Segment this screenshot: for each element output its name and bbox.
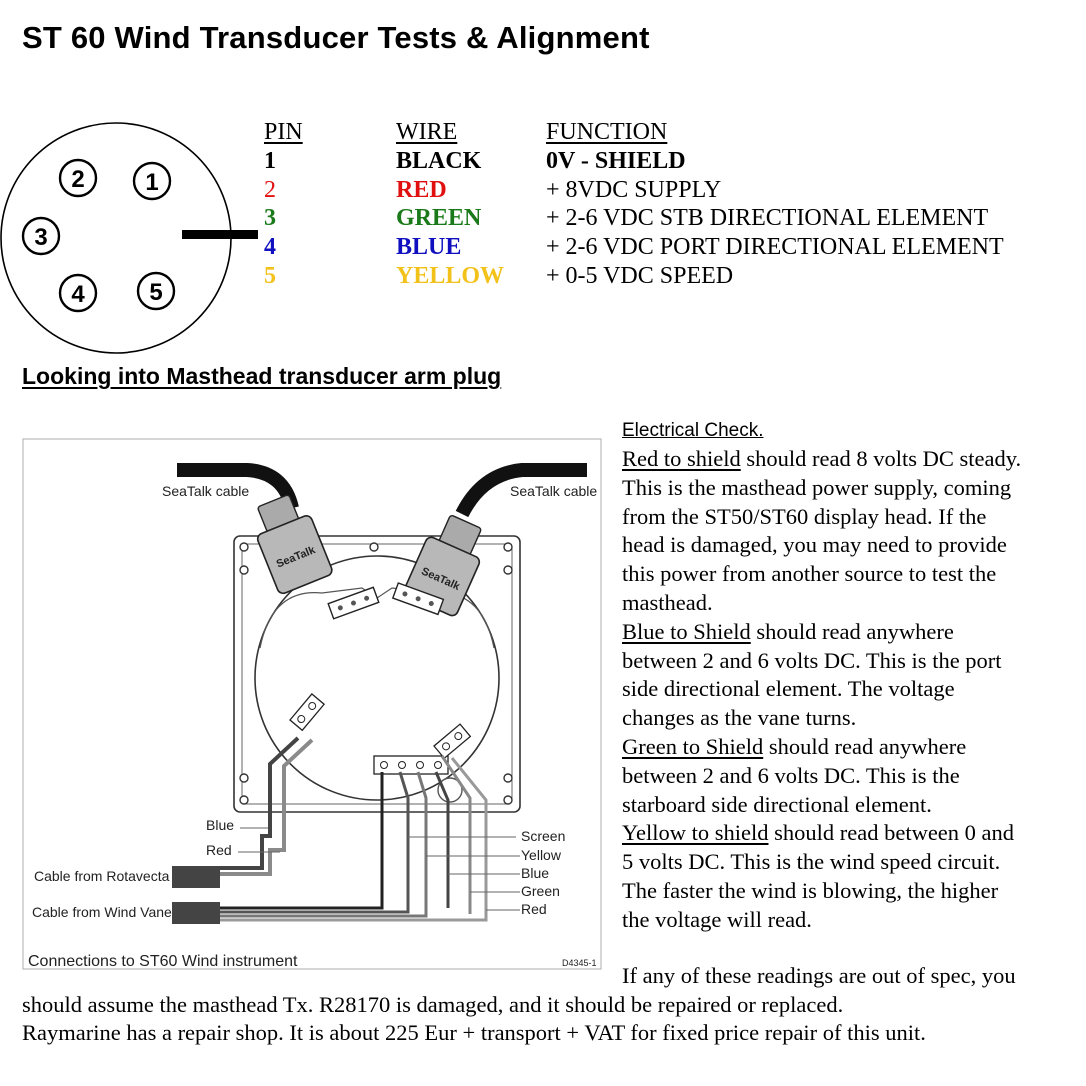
plug-key — [182, 230, 258, 239]
text-line: this power from another source to test t… — [622, 561, 997, 587]
bottom-text-line-1: If any of these readings are out of spec… — [622, 963, 1016, 988]
header-pin: PIN — [264, 119, 303, 145]
cable-label-rotavecta: Cable from Rotavecta — [34, 868, 170, 884]
seatalk-socket-right — [391, 582, 445, 616]
diagram-ref: D4345-1 — [562, 958, 597, 968]
bottom-text-line-3: Raymarine has a repair shop. It is about… — [22, 1020, 926, 1045]
check-yellow: Yellow to shield should read between 0 a… — [622, 819, 1072, 848]
wiring-diagram: SeaTalk SeaTalk — [22, 438, 602, 970]
text-line: should read anywhere — [763, 733, 967, 759]
pin-function: + 2-6 VDC PORT DIRECTIONAL ELEMENT — [546, 234, 1004, 261]
bottom-text-line-2: should assume the masthead Tx. R28170 is… — [22, 992, 844, 1017]
check-green-lead: Green to Shield — [622, 733, 764, 759]
text-line: 5 volts DC. This is the wind speed circu… — [622, 849, 1001, 875]
page-title: ST 60 Wind Transducer Tests & Alignment — [22, 20, 650, 55]
text-line: masthead. — [622, 589, 713, 615]
wire-label-red-right: Red — [521, 901, 547, 917]
check-red: Red to shield should read 8 volts DC ste… — [622, 445, 1072, 474]
text-line: should read anywhere — [750, 618, 954, 644]
check-blue: Blue to Shield should read anywhere — [622, 618, 1072, 647]
header-wire: WIRE — [396, 119, 458, 145]
text-line: between 2 and 6 volts DC. This is the po… — [622, 647, 1002, 673]
check-blue-lead: Blue to Shield — [622, 618, 751, 644]
electrical-check-text: Red to shield should read 8 volts DC ste… — [622, 445, 1072, 935]
wire-label-blue: Blue — [206, 817, 234, 833]
pin-function: 0V - SHIELD — [546, 147, 686, 174]
text-line: head is damaged, you may need to provide — [622, 532, 1007, 558]
text-line: side directional element. The voltage — [622, 676, 955, 702]
svg-text:2: 2 — [71, 166, 84, 193]
check-green: Green to Shield should read anywhere — [622, 733, 1072, 762]
text-line: The faster the wind is blowing, the high… — [622, 877, 999, 903]
wire-color: RED — [396, 176, 447, 203]
svg-text:1: 1 — [145, 169, 158, 196]
terminal-block-left — [289, 693, 326, 732]
terminal-block-right — [373, 723, 472, 775]
rotavecta-wires — [212, 736, 314, 876]
svg-text:3: 3 — [34, 224, 47, 251]
pin-2: 2 — [58, 158, 98, 198]
plug-caption: Looking into Masthead transducer arm plu… — [22, 363, 502, 389]
text-line: the voltage will read. — [622, 906, 812, 932]
seatalk-connector-left: SeaTalk — [256, 494, 333, 595]
text-line: should read 8 volts DC steady. — [740, 446, 1022, 471]
text-line: starboard side directional element. — [622, 791, 932, 817]
check-red-lead: Red to shield — [622, 446, 741, 471]
cable-label-wind-vane: Cable from Wind Vane — [32, 904, 172, 920]
wire-label-yellow: Yellow — [521, 847, 562, 863]
pin-number: 5 — [264, 262, 276, 289]
pin-3: 3 — [21, 216, 61, 256]
check-yellow-lead: Yellow to shield — [622, 820, 769, 846]
wire-label-red: Red — [206, 842, 232, 858]
svg-text:4: 4 — [71, 281, 85, 308]
pin-4: 4 — [58, 273, 98, 313]
wire-label-blue-right: Blue — [521, 865, 549, 881]
wire-color: BLUE — [396, 234, 462, 261]
wire-color: YELLOW — [396, 262, 505, 289]
pin-function: + 0-5 VDC SPEED — [546, 262, 734, 289]
pin-number: 3 — [264, 205, 276, 232]
wire-color: BLACK — [396, 147, 482, 174]
wind-vane-cable-sheath — [172, 902, 220, 924]
wire-label-screen: Screen — [521, 828, 565, 844]
wire-color: GREEN — [396, 205, 482, 232]
header-function: FUNCTION — [546, 119, 668, 145]
seatalk-cable-label-left: SeaTalk cable — [162, 483, 249, 499]
seatalk-cable-label-right: SeaTalk cable — [510, 483, 597, 499]
wire-label-green: Green — [521, 883, 560, 899]
text-line: between 2 and 6 volts DC. This is the — [622, 762, 960, 788]
seatalk-cable-right — [455, 463, 587, 518]
pin-number: 1 — [264, 147, 276, 174]
pin-number: 4 — [264, 234, 276, 261]
text-line: from the ST50/ST60 display head. If the — [622, 503, 987, 529]
pin-function: + 8VDC SUPPLY — [546, 176, 722, 203]
electrical-check-heading: Electrical Check. — [622, 420, 764, 441]
rotavecta-cable-sheath — [172, 866, 220, 888]
wind-vane-wires — [212, 755, 520, 922]
text-line: changes as the vane turns. — [622, 705, 857, 731]
plug-face-diagram: 2 1 3 4 5 — [0, 122, 258, 354]
seatalk-socket-left — [327, 586, 380, 620]
diagram-caption: Connections to ST60 Wind instrument — [28, 953, 298, 970]
pin-function: + 2-6 VDC STB DIRECTIONAL ELEMENT — [546, 205, 989, 232]
svg-text:5: 5 — [149, 279, 162, 306]
text-line: This is the masthead power supply, comin… — [622, 474, 1012, 500]
pin-1: 1 — [132, 161, 172, 201]
pin-number: 2 — [264, 176, 276, 203]
text-line: should read between 0 and — [768, 820, 1015, 846]
pin-5: 5 — [136, 271, 176, 311]
